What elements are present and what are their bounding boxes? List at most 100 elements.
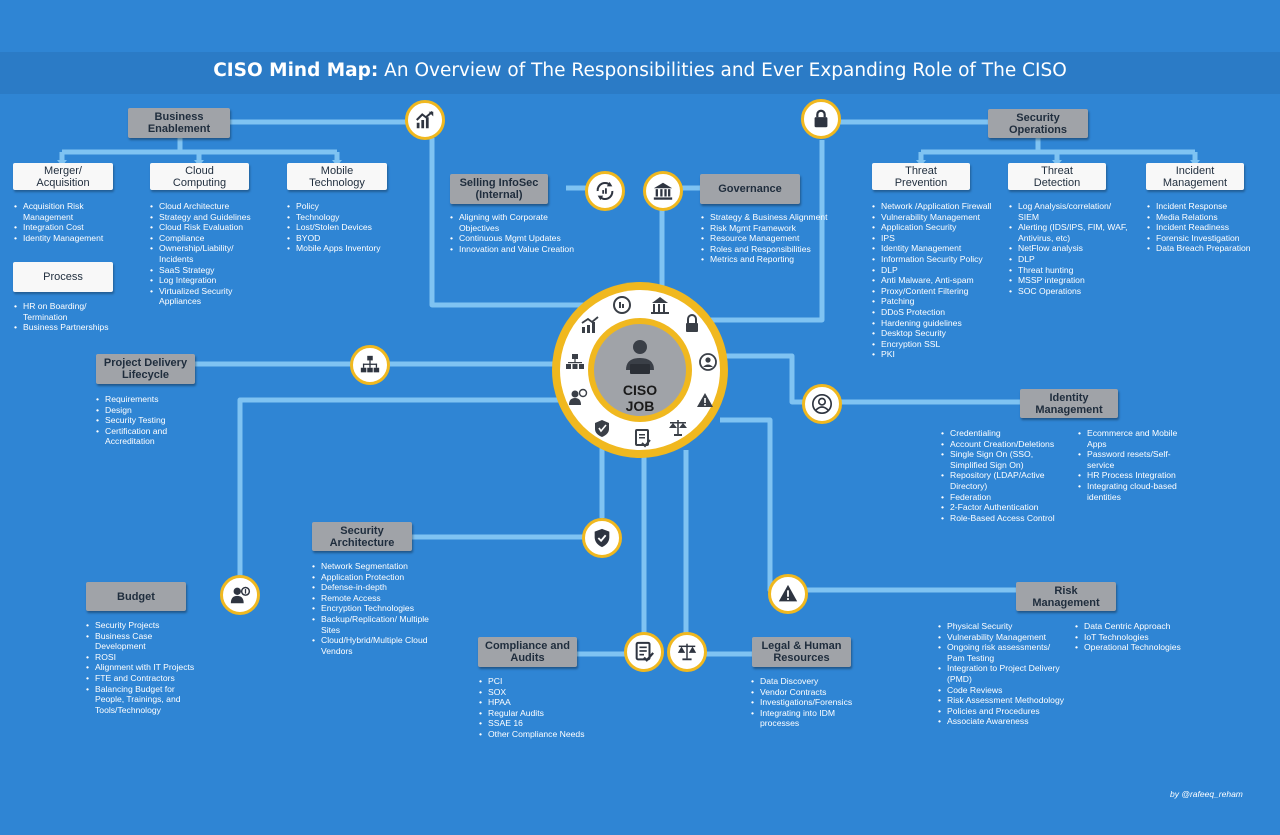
list-item: Anti Malware, Anti-spam [871, 275, 996, 286]
list-item: Log Integration [149, 275, 269, 286]
list-item: Encryption SSL [871, 339, 996, 350]
legal-list: Data Discovery Vendor Contracts Investig… [750, 676, 875, 729]
list-item: DDoS Protection [871, 307, 996, 318]
list-item: Other Compliance Needs [478, 729, 598, 740]
list-item: Aligning with Corporate Objectives [449, 212, 579, 233]
business-enablement-box: Business Enablement [128, 108, 230, 138]
mobile-list: Policy Technology Lost/Stolen Devices BY… [286, 201, 406, 254]
list-item: ROSI [85, 652, 200, 663]
list-item: Cloud Risk Evaluation [149, 222, 269, 233]
list-item: Proxy/Content Filtering [871, 286, 996, 297]
connector-identity [720, 353, 1020, 405]
threat-prevention-list: Network /Application Firewall Vulnerabil… [871, 201, 996, 360]
government-building-icon [643, 171, 683, 211]
refresh-cycle-icon [585, 171, 625, 211]
project-list: Requirements Design Security Testing Cer… [95, 394, 215, 447]
identity-management-box: Identity Management [1020, 389, 1118, 418]
budget-list: Security Projects Business Case Developm… [85, 620, 200, 715]
list-item: Data Centric Approach [1074, 621, 1199, 632]
list-item: Security Testing [95, 415, 215, 426]
list-item: Forensic Investigation [1146, 233, 1271, 244]
list-item: Lost/Stolen Devices [286, 222, 406, 233]
hub-label: CISO JOB [622, 382, 658, 414]
list-item: NetFlow analysis [1008, 243, 1128, 254]
list-item: SOX [478, 687, 598, 698]
list-item: HR on Boarding/ Termination [13, 301, 123, 322]
list-item: HR Process Integration [1077, 470, 1187, 481]
list-item: Password resets/Self-service [1077, 449, 1187, 470]
list-item: Identity Management [871, 243, 996, 254]
list-item: Roles and Responsibilities [700, 244, 830, 255]
list-item: Requirements [95, 394, 215, 405]
title-band [0, 52, 1280, 94]
list-item: Metrics and Reporting [700, 254, 830, 265]
list-item: Policy [286, 201, 406, 212]
process-box: Process [13, 262, 113, 292]
list-item: Continuous Mgmt Updates [449, 233, 579, 244]
project-delivery-box: Project Delivery Lifecycle [96, 354, 195, 384]
document-check-icon [624, 632, 664, 672]
list-item: Log Analysis/correlation/ SIEM [1008, 201, 1128, 222]
connector-budget [237, 397, 560, 578]
list-item: Acquisition Risk Management [13, 201, 133, 222]
compliance-audits-box: Compliance and Audits [478, 637, 577, 667]
list-item: SSAE 16 [478, 718, 598, 729]
security-operations-box: Security Operations [988, 109, 1088, 138]
list-item: Strategy & Business Alignment [700, 212, 830, 223]
list-item: Alignment with IT Projects [85, 662, 200, 673]
scales-icon [667, 632, 707, 672]
author-credit: by @rafeeq_reham [1170, 789, 1243, 799]
secarch-list: Network Segmentation Application Protect… [311, 561, 436, 656]
list-item: Associate Awareness [937, 716, 1067, 727]
list-item: Risk Assessment Methodology [937, 695, 1067, 706]
shield-check-icon [582, 518, 622, 558]
person-budget-icon [220, 575, 260, 615]
page-title: CISO Mind Map: An Overview of The Respon… [0, 60, 1280, 81]
list-item: Certification and Accreditation [95, 426, 215, 447]
list-item: IoT Technologies [1074, 632, 1199, 643]
list-item: Hardening guidelines [871, 318, 996, 329]
merger-acquisition-box: Merger/ Acquisition [13, 163, 113, 190]
list-item: Ownership/Liability/ Incidents [149, 243, 269, 264]
list-item: Integration Cost [13, 222, 133, 233]
list-item: Identity Management [13, 233, 133, 244]
cloud-computing-box: Cloud Computing [150, 163, 249, 190]
hub-ring-icons [566, 296, 717, 448]
list-item: Business Partnerships [13, 322, 123, 333]
legal-hr-box: Legal & Human Resources [752, 637, 851, 667]
list-item: BYOD [286, 233, 406, 244]
list-item: Innovation and Value Creation [449, 244, 579, 255]
list-item: Balancing Budget for People, Trainings, … [85, 684, 200, 716]
list-item: Virtualized Security Appliances [149, 286, 269, 307]
list-item: Business Case Development [85, 631, 200, 652]
list-item: Account Creation/Deletions [940, 439, 1070, 450]
list-item: PKI [871, 349, 996, 360]
list-item: Physical Security [937, 621, 1067, 632]
list-item: Operational Technologies [1074, 642, 1199, 653]
selling-infosec-box: Selling InfoSec (Internal) [450, 174, 548, 204]
list-item: SOC Operations [1008, 286, 1128, 297]
list-item: Network Segmentation [311, 561, 436, 572]
list-item: Ongoing risk assessments/ Pam Testing [937, 642, 1067, 663]
lock-icon [801, 99, 841, 139]
risk-management-box: Risk Management [1016, 582, 1116, 611]
incident-list: Incident Response Media Relations Incide… [1146, 201, 1271, 254]
compliance-list: PCI SOX HPAA Regular Audits SSAE 16 Othe… [478, 676, 598, 740]
connector-secops-hub [710, 140, 825, 323]
list-item: Cloud/Hybrid/Multiple Cloud Vendors [311, 635, 436, 656]
list-item: Backup/Replication/ Multiple Sites [311, 614, 436, 635]
incident-management-box: Incident Management [1146, 163, 1244, 190]
list-item: Encryption Technologies [311, 603, 436, 614]
list-item: Application Protection [311, 572, 436, 583]
list-item: Credentialing [940, 428, 1070, 439]
list-item: Investigations/Forensics [750, 697, 875, 708]
list-item: Cloud Architecture [149, 201, 269, 212]
list-item: Network /Application Firewall [871, 201, 996, 212]
list-item: 2-Factor Authentication [940, 502, 1070, 513]
list-item: Incident Readiness [1146, 222, 1271, 233]
connector-risk [720, 417, 1016, 593]
list-item: Policies and Procedures [937, 706, 1067, 717]
list-item: SaaS Strategy [149, 265, 269, 276]
list-item: Code Reviews [937, 685, 1067, 696]
